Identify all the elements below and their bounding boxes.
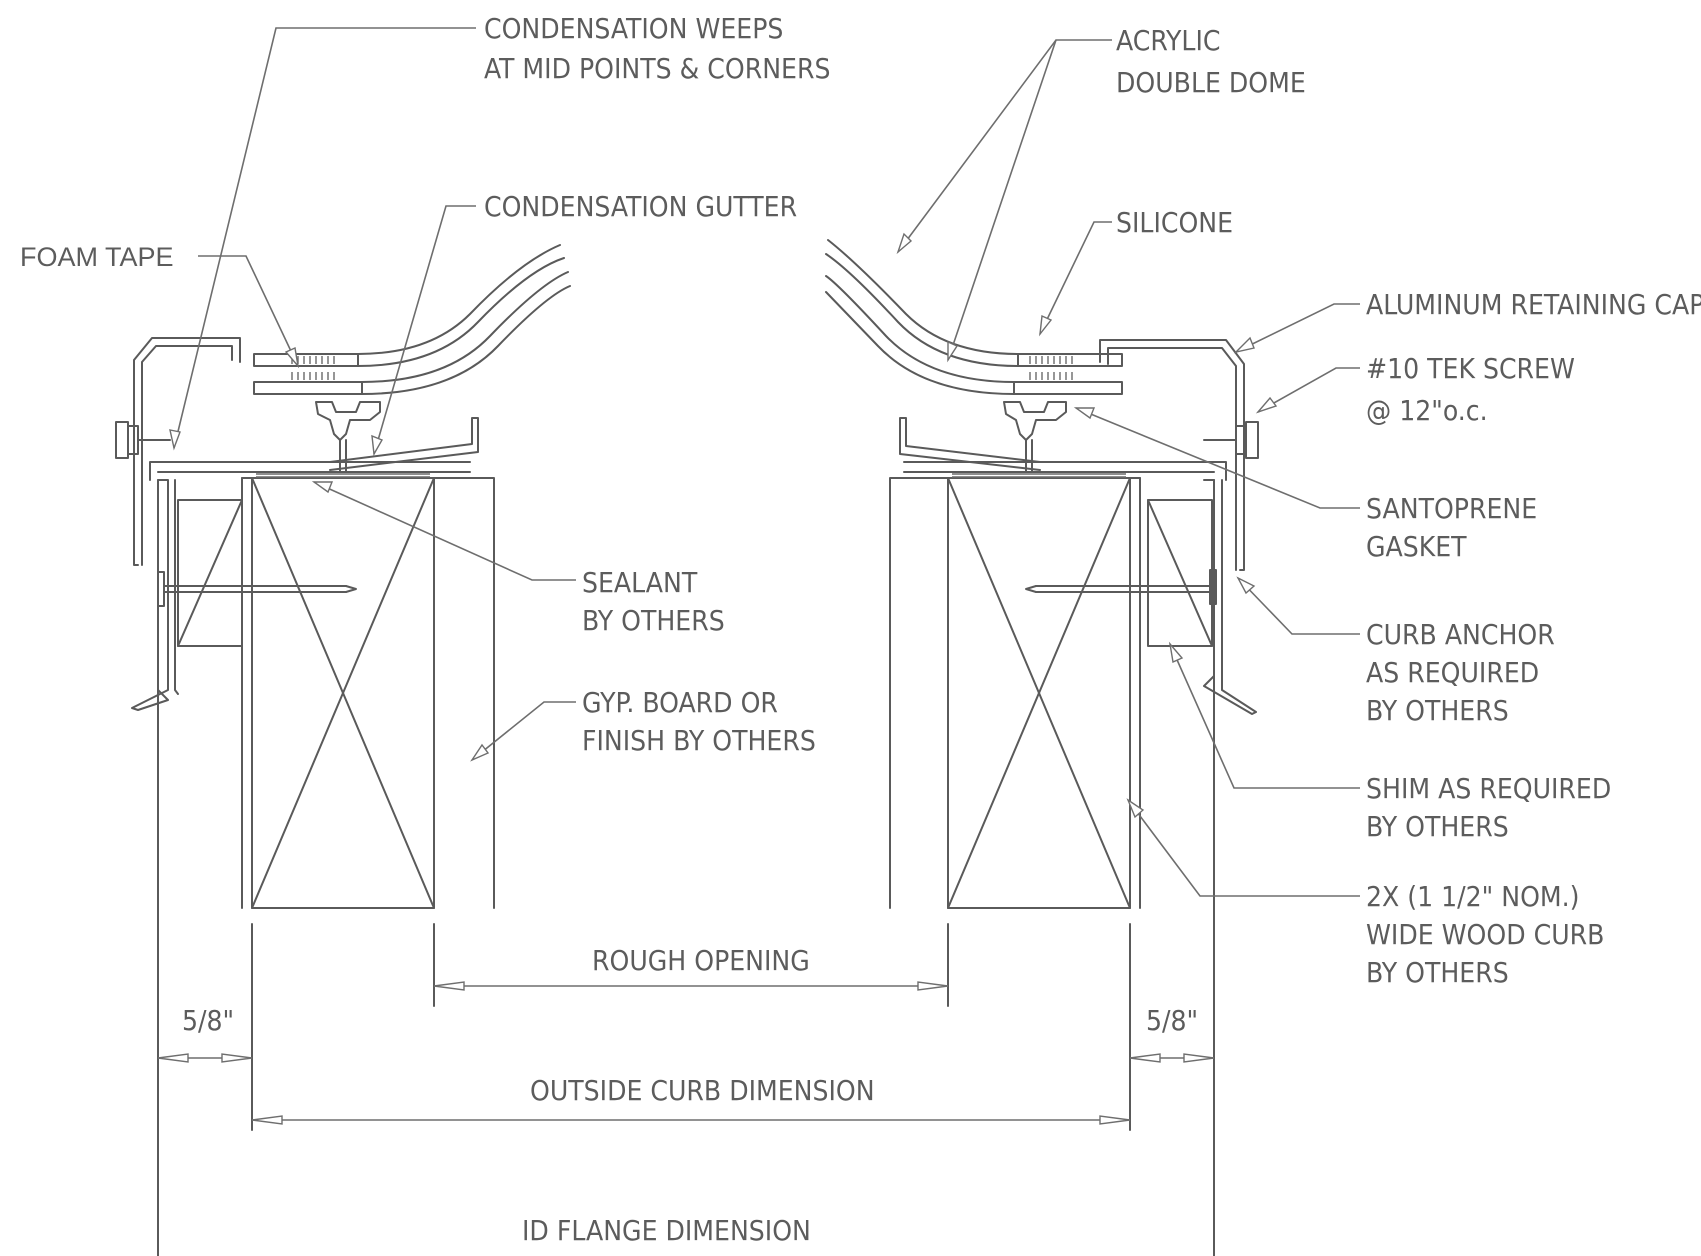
tek-screw-label-line1: #10 TEK SCREW [1366, 352, 1575, 385]
right-wood-curb [947, 477, 1131, 909]
gyp-board-label-line1: GYP. BOARD OR [582, 686, 778, 719]
callout-labels: CONDENSATION WEEPS AT MID POINTS & CORNE… [20, 12, 1701, 989]
foam-tape-label: FOAM TAPE [20, 242, 174, 272]
wood-curb-label-line1: 2X (1 1/2" NOM.) [1366, 880, 1579, 913]
right-condensation-gutter [899, 417, 1041, 471]
tek-screw-label-line2: @ 12"o.c. [1366, 394, 1488, 427]
sealant-label-line2: BY OTHERS [582, 604, 725, 637]
wood-curb-label-line3: BY OTHERS [1366, 956, 1509, 989]
acrylic-dome-label-line2: DOUBLE DOME [1116, 66, 1306, 99]
dimension-lines [157, 923, 1215, 1131]
condensation-weeps-label-line1: CONDENSATION WEEPS [484, 12, 783, 45]
gyp-board-label-line2: FINISH BY OTHERS [582, 724, 816, 757]
sealant-label-line1: SEALANT [582, 566, 698, 599]
shim-label-line1: SHIM AS REQUIRED [1366, 772, 1611, 805]
curb-anchor-label-line3: BY OTHERS [1366, 694, 1509, 727]
shim-label-line2: BY OTHERS [1366, 810, 1509, 843]
dimension-labels: ROUGH OPENING 5/8" 5/8" OUTSIDE CURB DIM… [182, 944, 1198, 1247]
right-retaining-cap [1099, 339, 1245, 571]
left-condensation-gutter [329, 417, 479, 471]
condensation-weeps-label-line2: AT MID POINTS & CORNERS [484, 52, 830, 85]
right-curb-assembly [825, 239, 1259, 1256]
left-gyp-board [433, 477, 495, 909]
condensation-gutter-label: CONDENSATION GUTTER [484, 190, 797, 223]
santoprene-label-line2: GASKET [1366, 530, 1467, 563]
left-curb-assembly [115, 244, 571, 1256]
silicone-label: SILICONE [1116, 206, 1233, 239]
right-flange-dimension-label: 5/8" [1146, 1004, 1198, 1037]
outside-curb-dimension-label: OUTSIDE CURB DIMENSION [530, 1074, 875, 1107]
santoprene-label-line1: SANTOPRENE [1366, 492, 1537, 525]
left-wood-curb [251, 477, 435, 909]
id-flange-dimension-label: ID FLANGE DIMENSION [522, 1214, 811, 1247]
leader-lines [169, 27, 1360, 897]
curb-anchor-label-line2: AS REQUIRED [1366, 656, 1539, 689]
left-retaining-cap [133, 337, 241, 566]
acrylic-dome-label-line1: ACRYLIC [1116, 24, 1220, 57]
right-flange [1203, 479, 1257, 715]
left-flange [131, 479, 169, 711]
left-flange-dimension-label: 5/8" [182, 1004, 234, 1037]
right-gyp-board [889, 477, 949, 909]
curb-anchor-label-line1: CURB ANCHOR [1366, 618, 1555, 651]
right-acrylic-dome [827, 239, 1019, 355]
rough-opening-label: ROUGH OPENING [592, 944, 810, 977]
wood-curb-label-line2: WIDE WOOD CURB [1366, 918, 1604, 951]
retaining-cap-label: ALUMINUM RETAINING CAP [1366, 288, 1701, 321]
left-acrylic-dome [357, 244, 561, 355]
